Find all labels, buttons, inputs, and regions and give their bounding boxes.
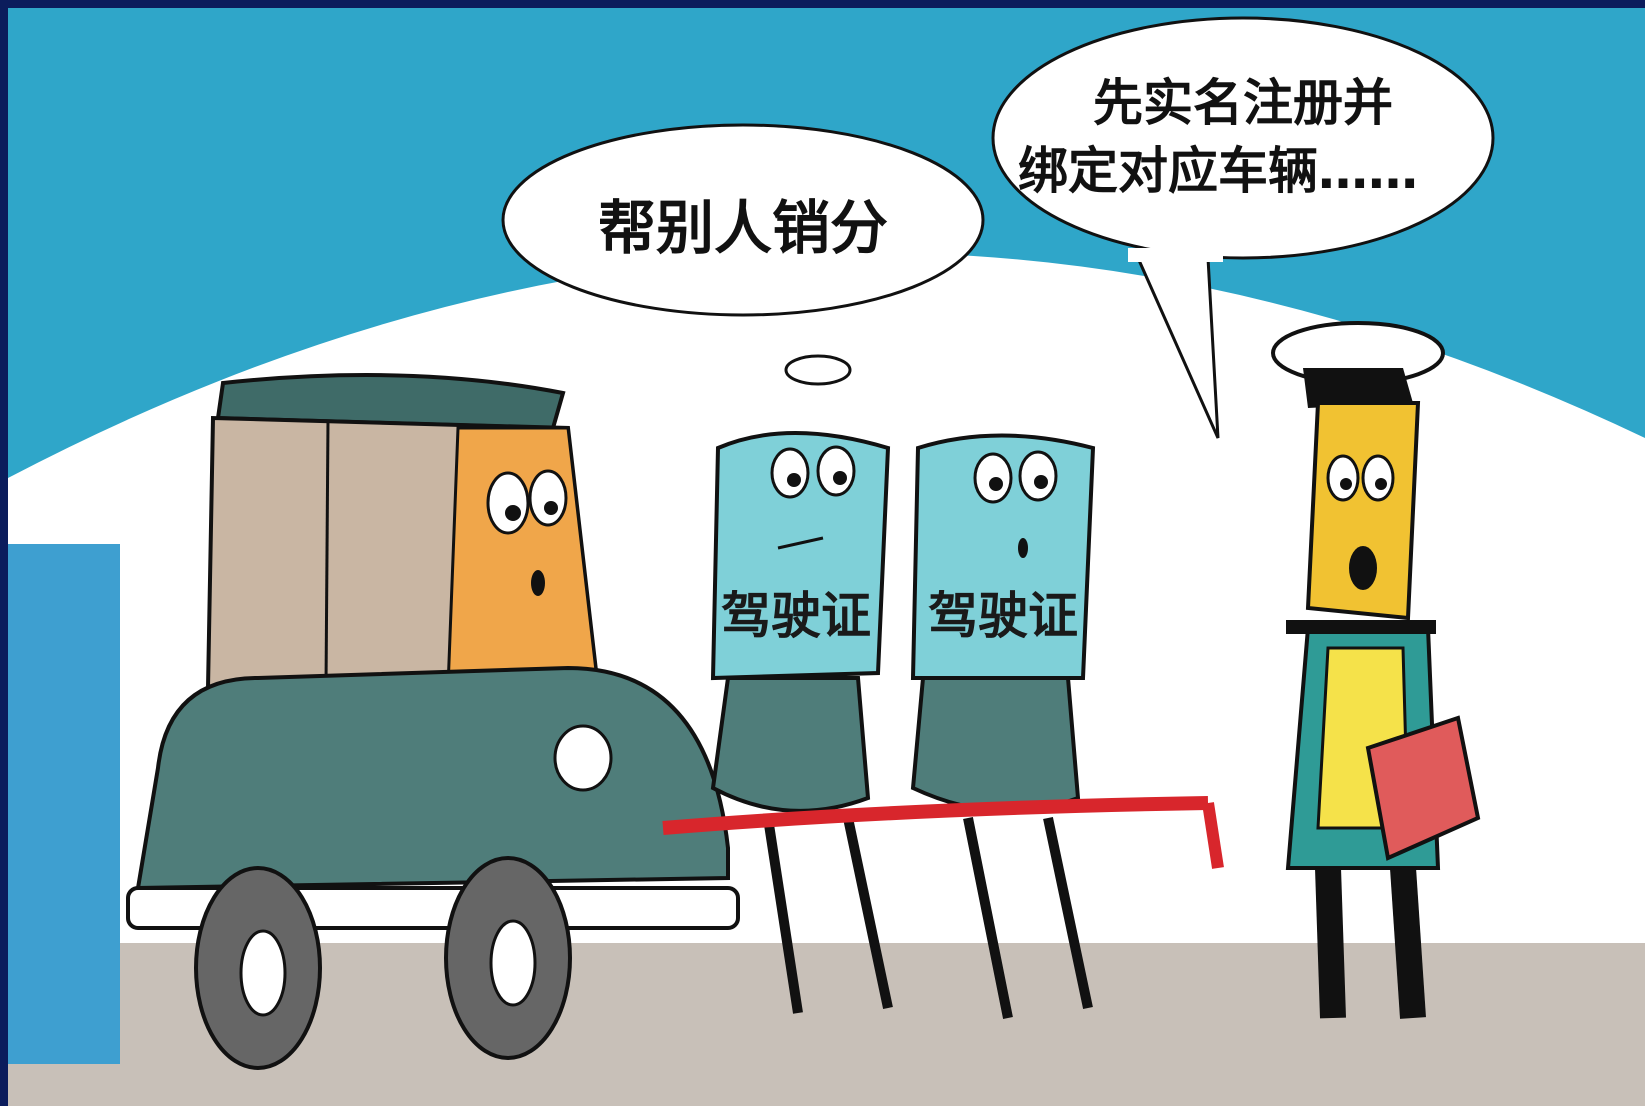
left-license-character: 驾驶证 <box>710 354 893 1014</box>
red-rope <box>662 796 1209 835</box>
right-license-label: 驾驶证 <box>928 587 1078 645</box>
right-bubble-line1: 先实名注册并 <box>1093 74 1393 132</box>
car-illustration <box>126 373 740 1070</box>
left-speech-bubble: 帮别人销分 <box>501 123 985 317</box>
right-speech-bubble: 先实名注册并 绑定对应车辆…… <box>991 16 1495 439</box>
cartoon-canvas: 帮别人销分 先实名注册并 绑定对应车辆…… <box>8 8 1645 1106</box>
left-bubble-text: 帮别人销分 <box>598 194 888 262</box>
left-blue-panel <box>8 544 120 1064</box>
right-license-character: 驾驶证 <box>910 433 1096 1019</box>
red-folder <box>1365 715 1481 861</box>
right-bubble-line2: 绑定对应车辆…… <box>1018 142 1418 200</box>
police-officer <box>1271 321 1481 1019</box>
left-license-label: 驾驶证 <box>721 587 871 645</box>
